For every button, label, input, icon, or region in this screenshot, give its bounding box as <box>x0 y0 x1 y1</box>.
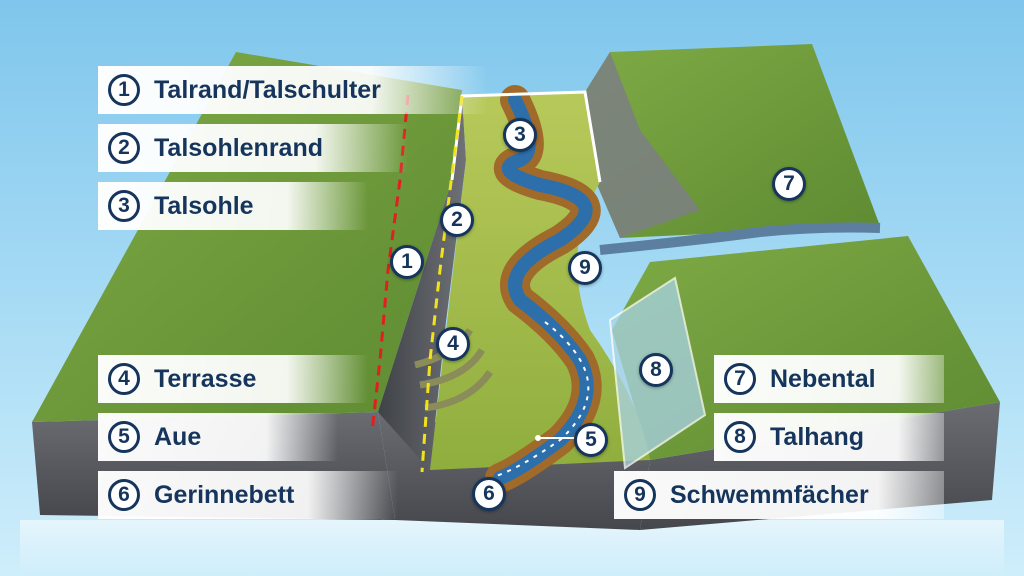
legend-number: 3 <box>108 190 140 222</box>
legend-number: 1 <box>108 74 140 106</box>
marker-6: 6 <box>472 477 506 511</box>
aue-leader-dot <box>535 435 541 441</box>
legend-label: Talrand/Talschulter <box>154 75 381 104</box>
legend-item-8: 8 Talhang <box>714 413 944 461</box>
side-valley-stream <box>599 222 881 255</box>
legend-label: Schwemmfächer <box>670 480 869 509</box>
marker-3: 3 <box>503 118 537 152</box>
legend-number: 7 <box>724 363 756 395</box>
marker-9: 9 <box>568 251 602 285</box>
legend-label: Gerinnebett <box>154 480 295 509</box>
legend-item-7: 7 Nebental <box>714 355 944 403</box>
legend-number: 8 <box>724 421 756 453</box>
marker-1: 1 <box>390 245 424 279</box>
legend-label: Talsohlenrand <box>154 133 324 162</box>
legend-label: Talsohle <box>154 191 254 220</box>
channel-bed-outline <box>495 321 590 477</box>
valley-floor-edge-line <box>420 95 464 473</box>
legend-number: 4 <box>108 363 140 395</box>
legend-number: 6 <box>108 479 140 511</box>
marker-8: 8 <box>639 353 673 387</box>
marker-4: 4 <box>436 327 470 361</box>
marker-7: 7 <box>772 167 806 201</box>
legend-label: Aue <box>154 422 202 451</box>
left-valley-wall <box>378 96 466 470</box>
legend-number: 9 <box>624 479 656 511</box>
legend-item-2: 2 Talsohlenrand <box>98 124 408 172</box>
right-front-plateau <box>612 236 1000 460</box>
legend-label: Talhang <box>770 422 864 451</box>
legend-number: 2 <box>108 132 140 164</box>
legend-item-1: 1 Talrand/Talschulter <box>98 66 488 114</box>
legend-item-5: 5 Aue <box>98 413 338 461</box>
legend-item-3: 3 Talsohle <box>98 182 368 230</box>
legend-label: Terrasse <box>154 364 257 393</box>
legend-item-9: 9 Schwemmfächer <box>614 471 944 519</box>
legend-label: Nebental <box>770 364 876 393</box>
floor-reflection <box>20 520 1004 576</box>
marker-5: 5 <box>574 423 608 457</box>
right-valley-slope <box>585 52 700 238</box>
legend-number: 5 <box>108 421 140 453</box>
legend-item-6: 6 Gerinnebett <box>98 471 398 519</box>
marker-2: 2 <box>440 203 474 237</box>
legend-item-4: 4 Terrasse <box>98 355 368 403</box>
